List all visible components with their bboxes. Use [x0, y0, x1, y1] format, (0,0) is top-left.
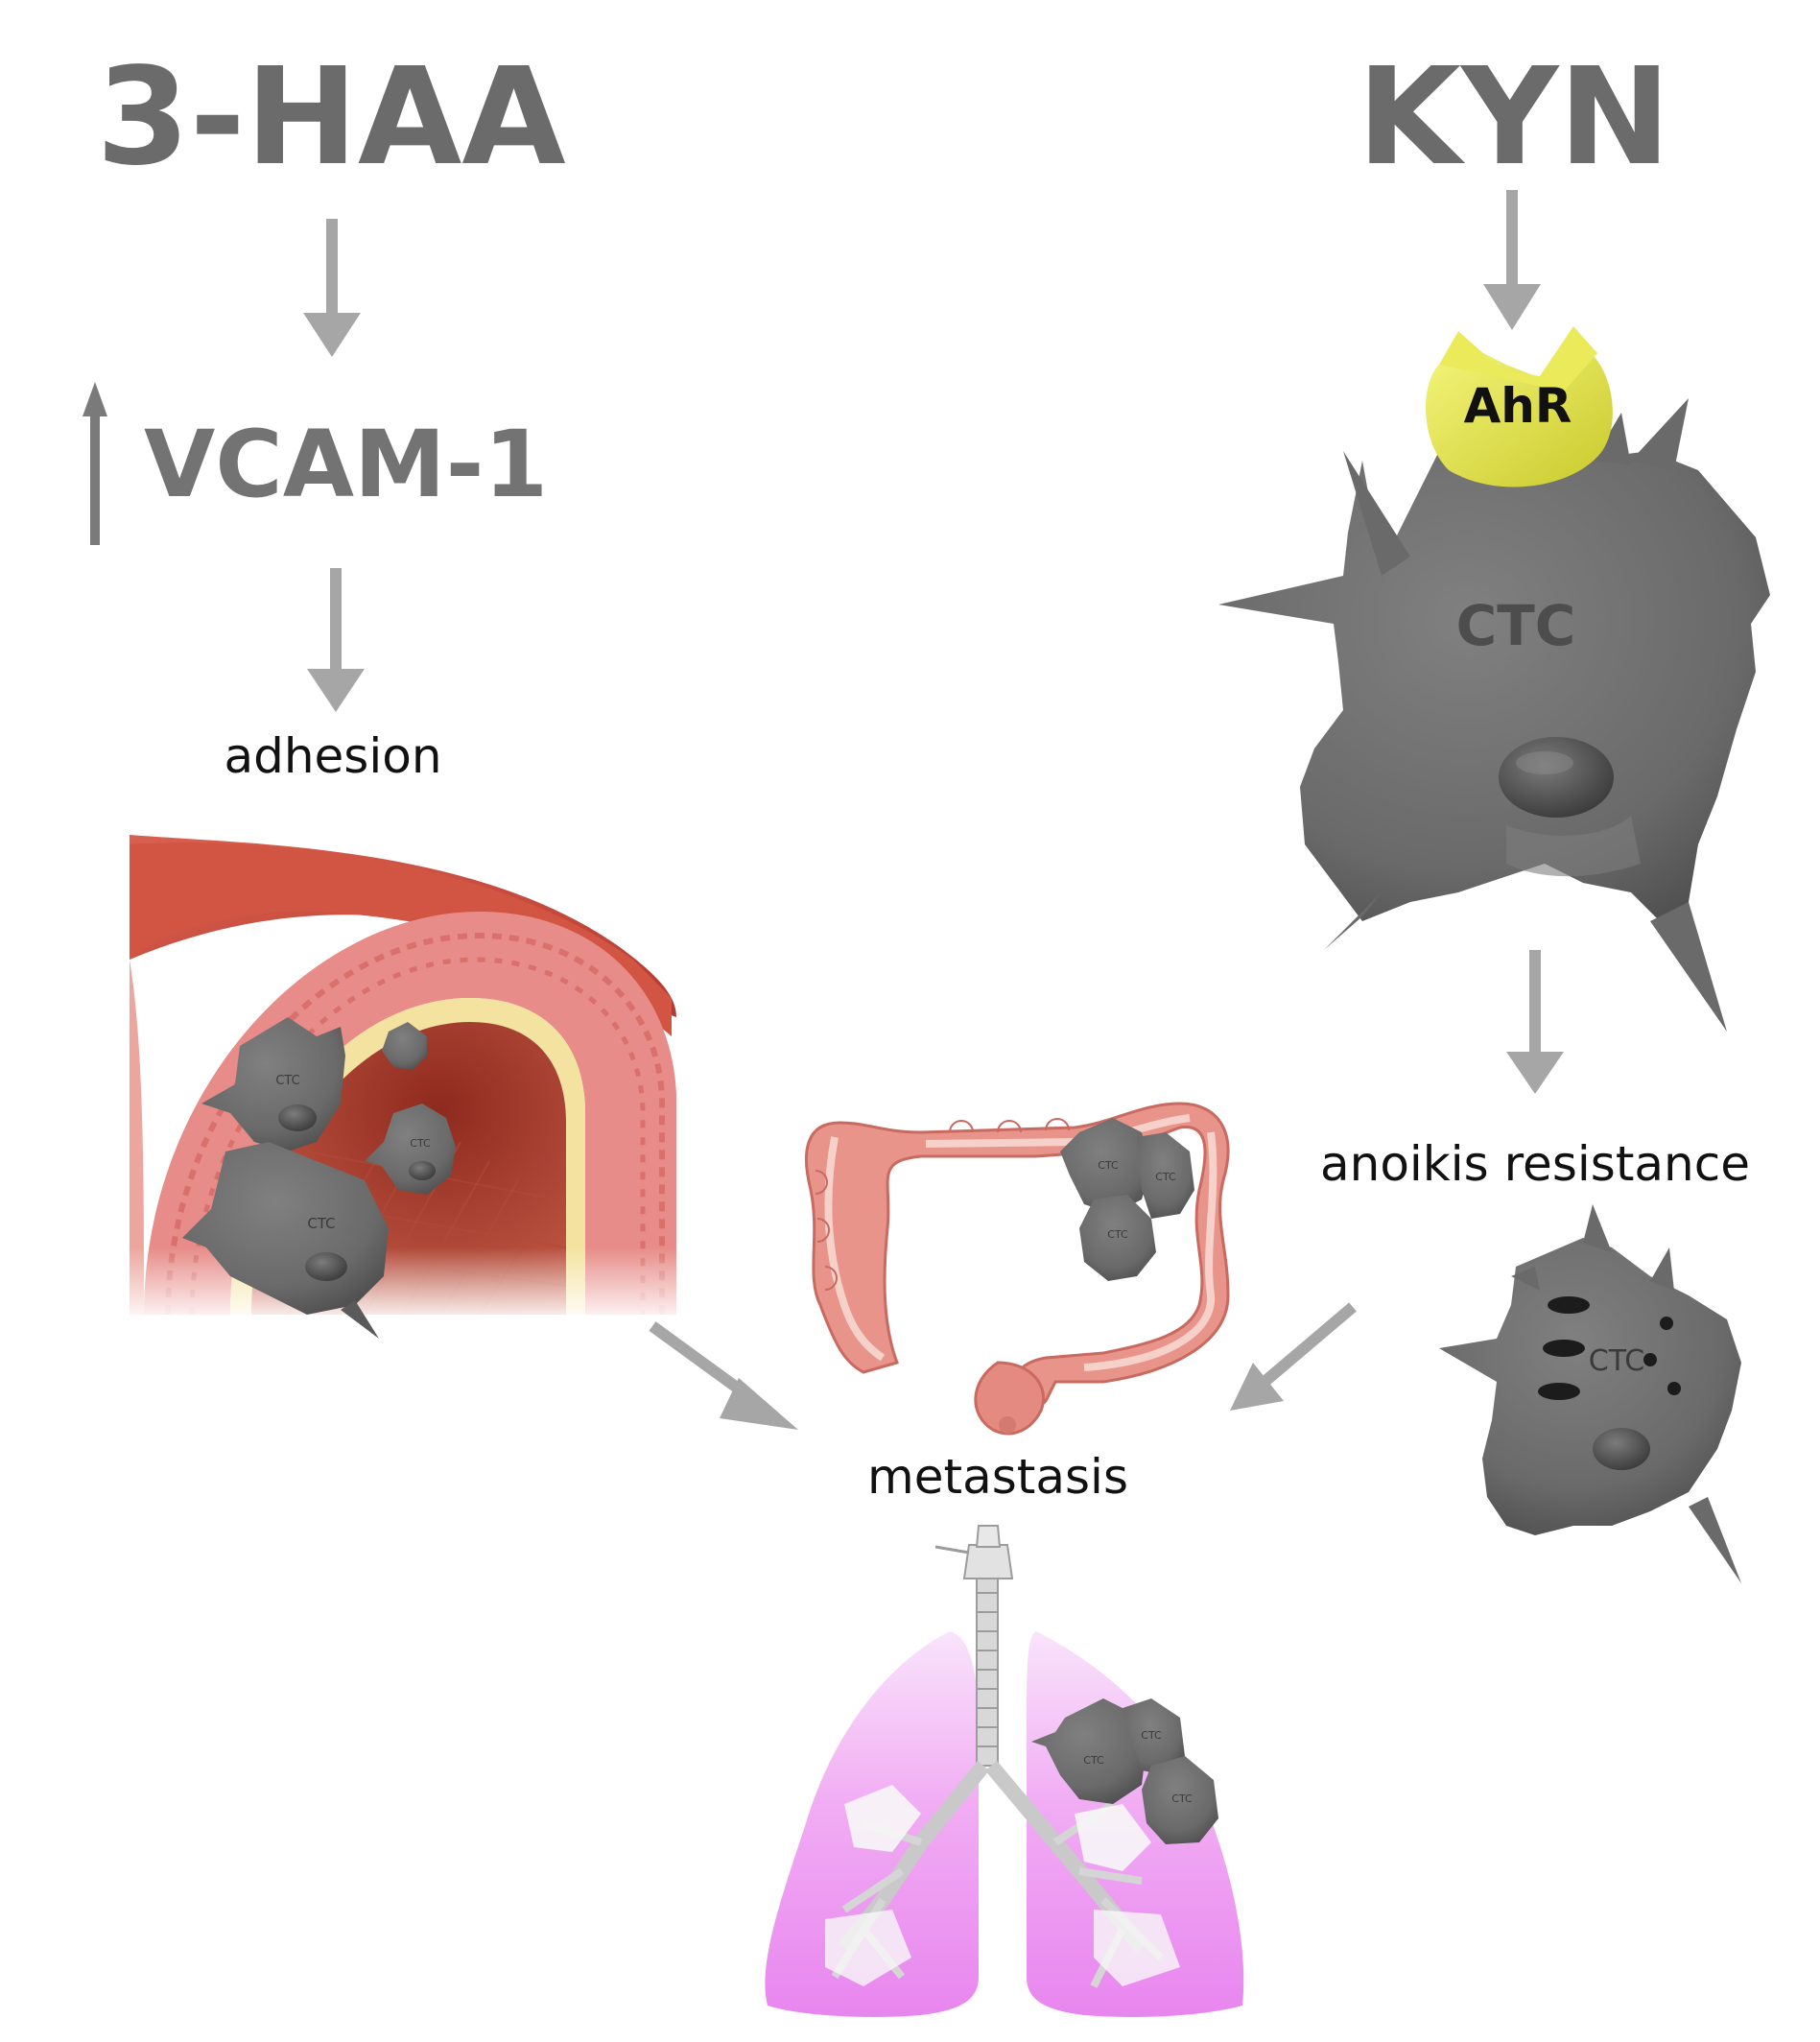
- colon-ctc-label: CTC: [1098, 1159, 1119, 1172]
- colon-ctc-label: CTC: [1155, 1171, 1176, 1183]
- down-arrow-icon: [1506, 950, 1564, 1094]
- adhesion-label: adhesion: [224, 728, 441, 784]
- down-arrow-icon: [307, 568, 365, 712]
- vessel-ctc-cell: CTC: [201, 1017, 345, 1152]
- ahr-receptor-icon: [1426, 326, 1613, 487]
- vessel-ctc-cell: [382, 1022, 427, 1070]
- diagonal-arrow-icon: [1230, 1302, 1357, 1411]
- metastasis-label: metastasis: [867, 1449, 1128, 1505]
- anoikis-ctc-cell: [1439, 1204, 1741, 1583]
- diagonal-arrow-icon: [649, 1321, 798, 1430]
- blood-vessel-illustration: [125, 835, 681, 1324]
- vessel-ctc-label: CTC: [275, 1074, 299, 1088]
- ctc-nucleus: [1499, 737, 1614, 818]
- kyn-label: KYN: [1357, 39, 1670, 196]
- anoikis-label: anoikis resistance: [1320, 1136, 1750, 1192]
- down-arrow-icon: [303, 219, 361, 357]
- lung-ctc-cluster: CTC CTC CTC: [1031, 1698, 1218, 1844]
- lung-ctc-label: CTC: [1083, 1754, 1104, 1767]
- main-ctc-cell: [1218, 398, 1770, 1032]
- vessel-ctc-cell: CTC: [365, 1104, 456, 1195]
- down-arrow-icon: [1483, 190, 1541, 330]
- vcam-label: VCAM-1: [144, 411, 548, 518]
- up-arrow-icon: [83, 382, 107, 545]
- ahr-label: AhR: [1464, 378, 1572, 434]
- colon-ctc-cluster: CTC CTC CTC: [1060, 1118, 1194, 1281]
- vessel-ctc-label: CTC: [410, 1137, 431, 1150]
- vessel-ctc-cell: CTC: [182, 1142, 389, 1339]
- colon-illustration: [804, 1102, 1230, 1436]
- lung-ctc-label: CTC: [1141, 1729, 1162, 1742]
- anoikis-ctc-label: CTC: [1589, 1344, 1644, 1378]
- vessel-ctc-label: CTC: [307, 1215, 335, 1232]
- haa-label: 3-HAA: [96, 39, 565, 196]
- lung-ctc-label: CTC: [1171, 1793, 1193, 1805]
- main-ctc-label: CTC: [1456, 593, 1576, 658]
- colon-ctc-label: CTC: [1107, 1228, 1128, 1241]
